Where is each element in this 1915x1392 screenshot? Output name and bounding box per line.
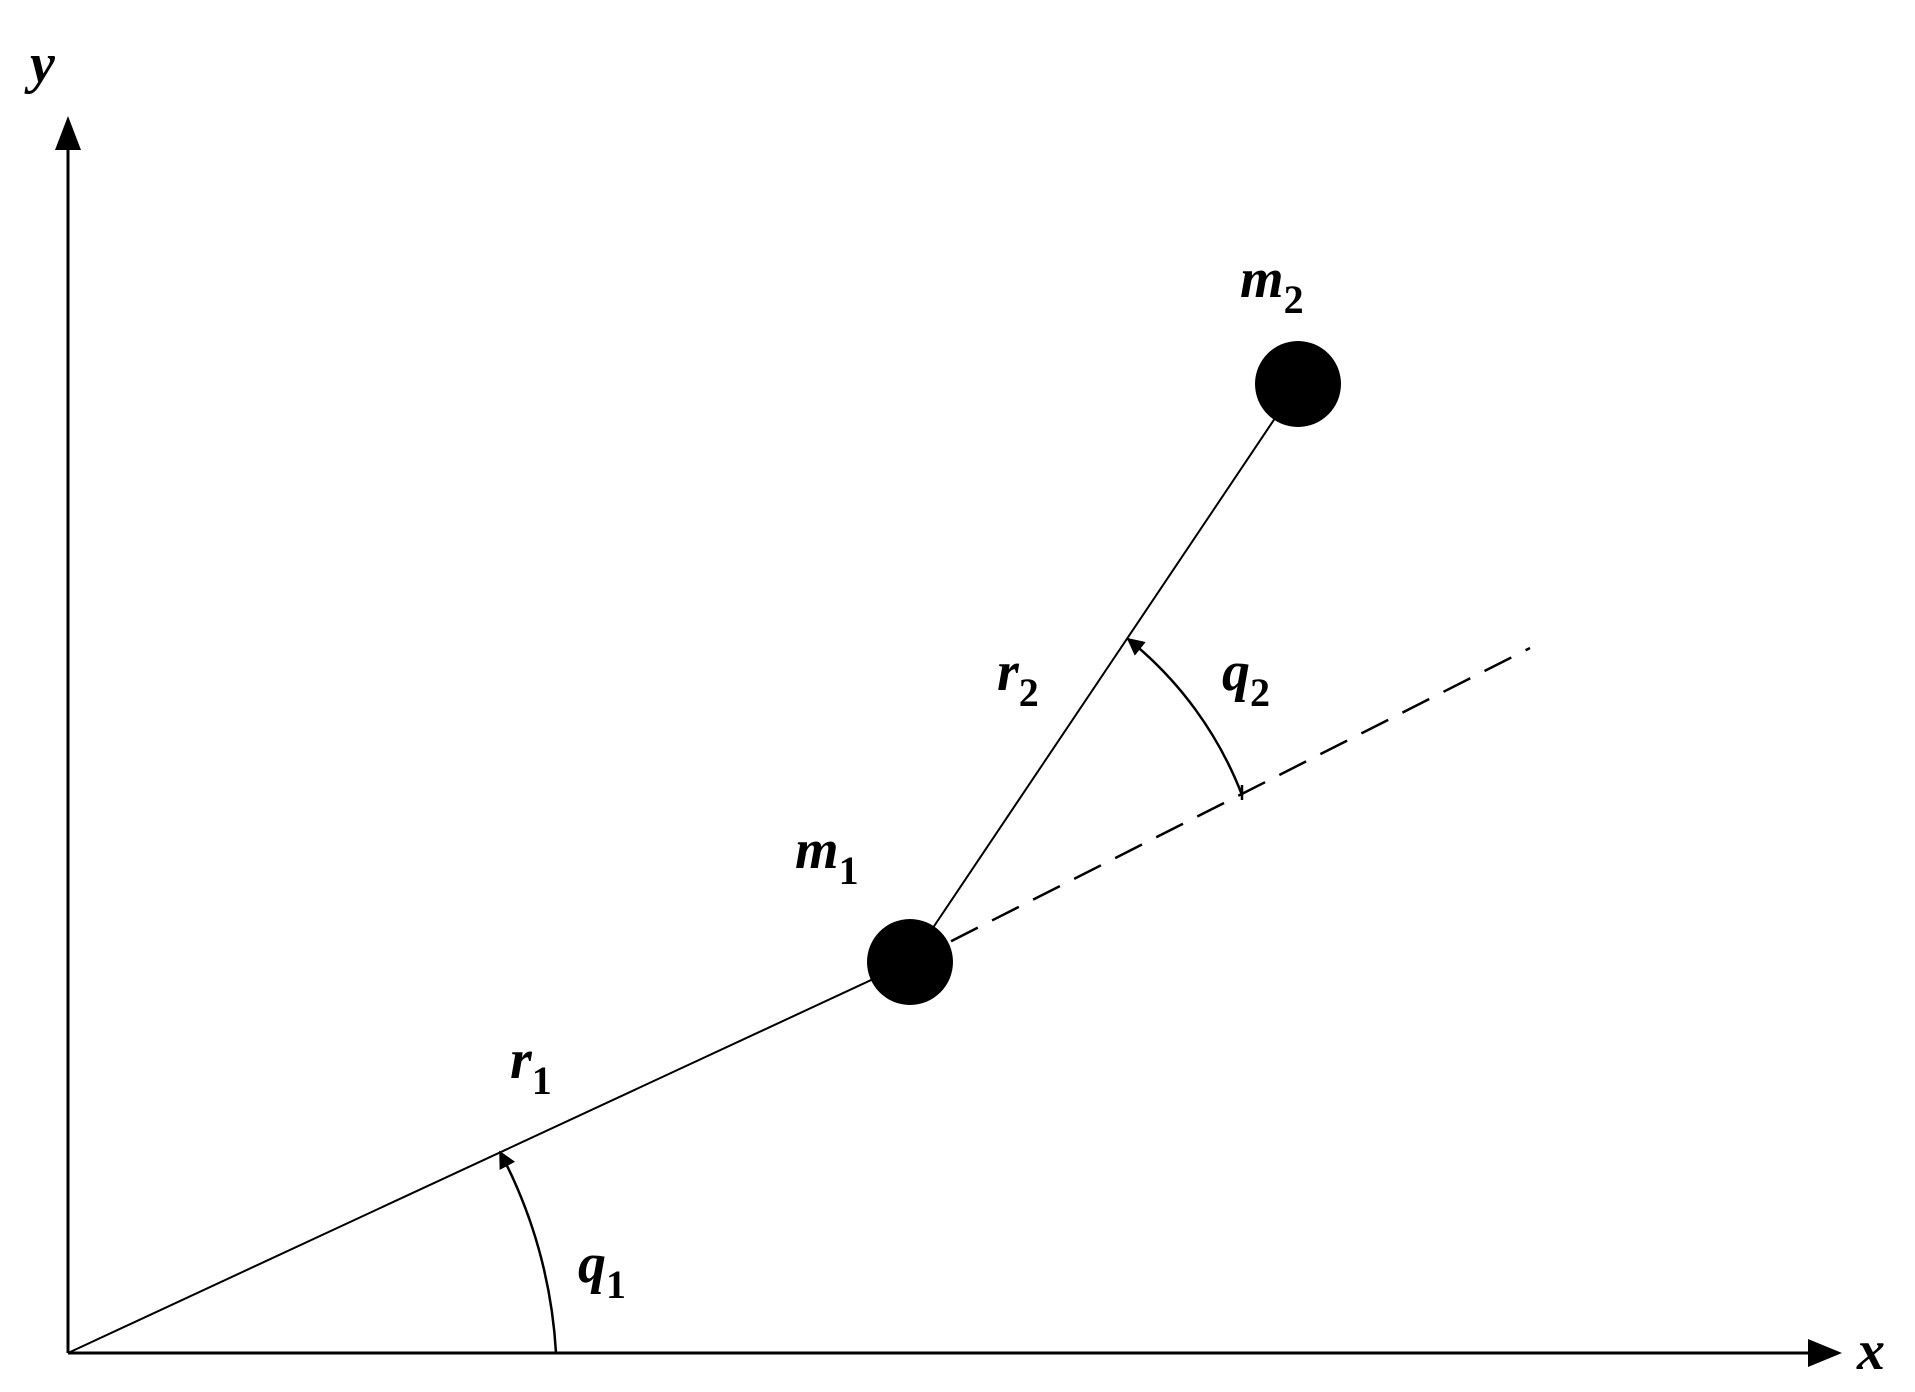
y-axis-arrowhead <box>55 116 81 150</box>
link-r1-label-sub: 1 <box>532 1058 552 1103</box>
link-r2-label-sub: 2 <box>1019 670 1039 715</box>
x-axis-label: x <box>1856 1320 1885 1382</box>
link-r2 <box>909 383 1299 963</box>
mass-m2 <box>1255 341 1341 427</box>
angle-q1-label: q1 <box>578 1233 626 1307</box>
mass-m2-label-sub: 2 <box>1284 277 1304 322</box>
link-r2-label-base: r <box>997 641 1020 703</box>
angle-q2-label-sub: 2 <box>1250 670 1270 715</box>
angle-q1-label-sub: 1 <box>606 1262 626 1307</box>
mass-m2-label: m2 <box>1240 248 1304 322</box>
angle-q2-arc <box>1126 637 1244 796</box>
mass-m1 <box>867 919 953 1005</box>
mass-m1-label-sub: 1 <box>839 848 859 893</box>
link-r1-label-base: r <box>510 1029 533 1091</box>
angle-q2-label: q2 <box>1222 641 1270 715</box>
y-axis-label: y <box>24 33 56 95</box>
link-r1-extension-dashed <box>909 646 1531 964</box>
link-r1-label: r1 <box>510 1029 552 1103</box>
angle-q1-label-base: q <box>578 1233 606 1295</box>
mass-m1-label: m1 <box>795 819 859 893</box>
angle-q1-arc <box>498 1150 558 1354</box>
link-r1 <box>67 961 911 1354</box>
angle-q2-label-base: q <box>1222 641 1250 703</box>
link-r2-label: r2 <box>997 641 1039 715</box>
mass-m1-label-base: m <box>795 819 839 881</box>
x-axis-arrowhead <box>1808 1339 1842 1367</box>
mass-m2-label-base: m <box>1240 248 1284 310</box>
